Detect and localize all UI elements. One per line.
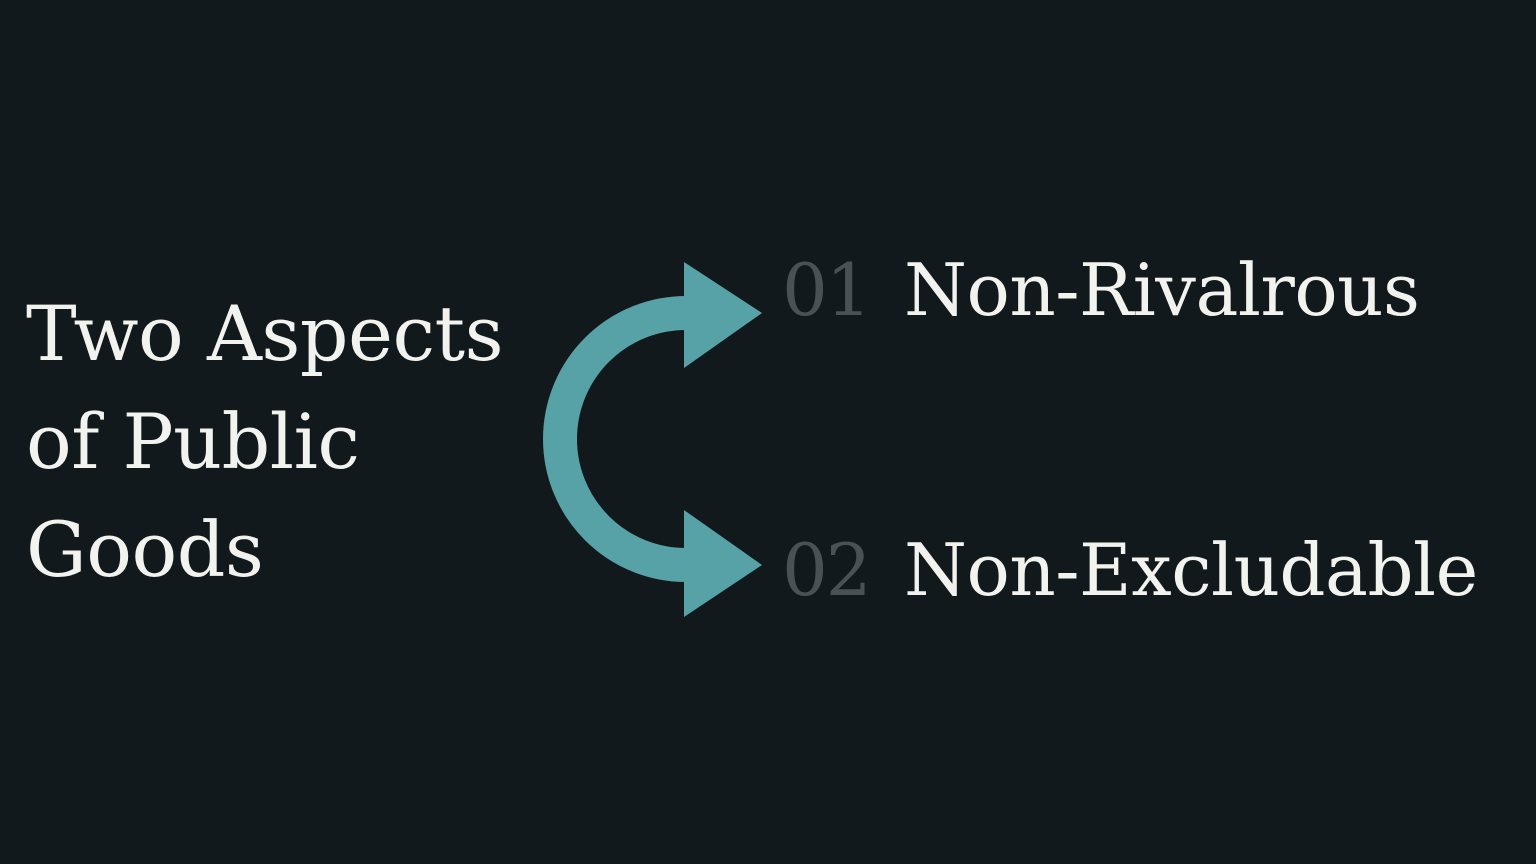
arrow-head-top: [684, 262, 762, 368]
title-line-3: Goods: [26, 505, 264, 594]
arrow-curve: [543, 296, 687, 582]
title-line-2: of Public: [26, 397, 360, 486]
title-line-1: Two Aspects: [26, 289, 504, 378]
item-number: 01: [782, 248, 872, 332]
item-label: Non-Excludable: [904, 528, 1478, 612]
item-number: 02: [782, 528, 872, 612]
list-item: 01 Non-Rivalrous: [782, 240, 1420, 340]
arrow-head-bottom: [684, 510, 762, 617]
list-item: 02 Non-Excludable: [782, 520, 1478, 620]
curved-double-arrow-icon: [543, 262, 762, 617]
item-label: Non-Rivalrous: [904, 248, 1420, 332]
slide-title: Two Aspects of Public Goods: [26, 280, 546, 604]
